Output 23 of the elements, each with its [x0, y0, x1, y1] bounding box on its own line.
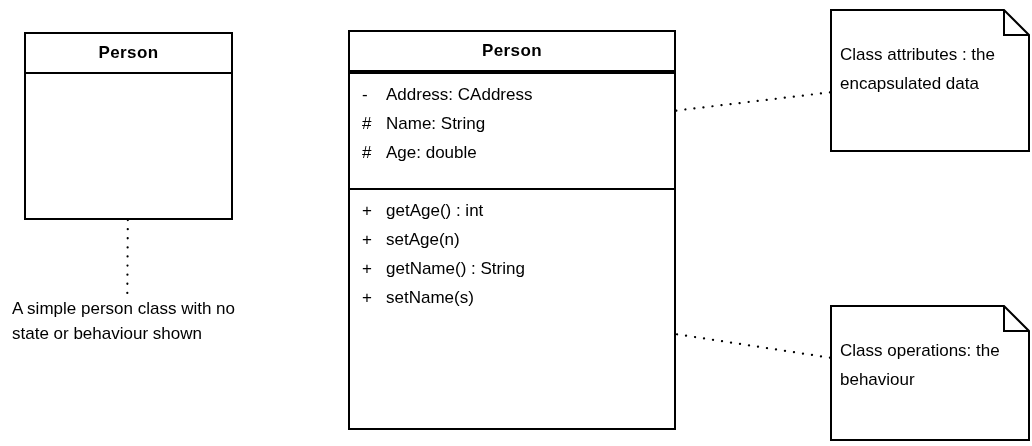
note-box [830, 9, 1030, 152]
class-member: setName(s) [386, 286, 474, 309]
visibility-symbol: + [361, 199, 373, 222]
visibility-symbol: - [361, 83, 369, 106]
visibility-symbol: # [361, 141, 373, 164]
class-box [24, 32, 233, 220]
class-member: getName() : String [386, 257, 525, 280]
visibility-symbol: # [361, 112, 373, 135]
class-member: setAge(n) [386, 228, 460, 251]
visibility-symbol: + [361, 228, 373, 251]
class-member: Address: CAddress [386, 83, 533, 106]
class-name: Person [481, 40, 543, 63]
note-text: Class operations: the behaviour [840, 340, 1001, 391]
caption-text: A simple person class with no state or behaviour shown [12, 296, 242, 376]
class-box [348, 30, 676, 430]
class-name: Person [98, 42, 159, 65]
note-text: Class attributes : the encapsulated data [840, 44, 996, 95]
note-box [830, 305, 1030, 441]
visibility-symbol: + [361, 286, 373, 309]
class-member: Age: double [386, 141, 477, 164]
class-member: Name: String [386, 112, 486, 135]
class-member: getAge() : int [386, 199, 484, 222]
visibility-symbol: + [361, 257, 373, 280]
